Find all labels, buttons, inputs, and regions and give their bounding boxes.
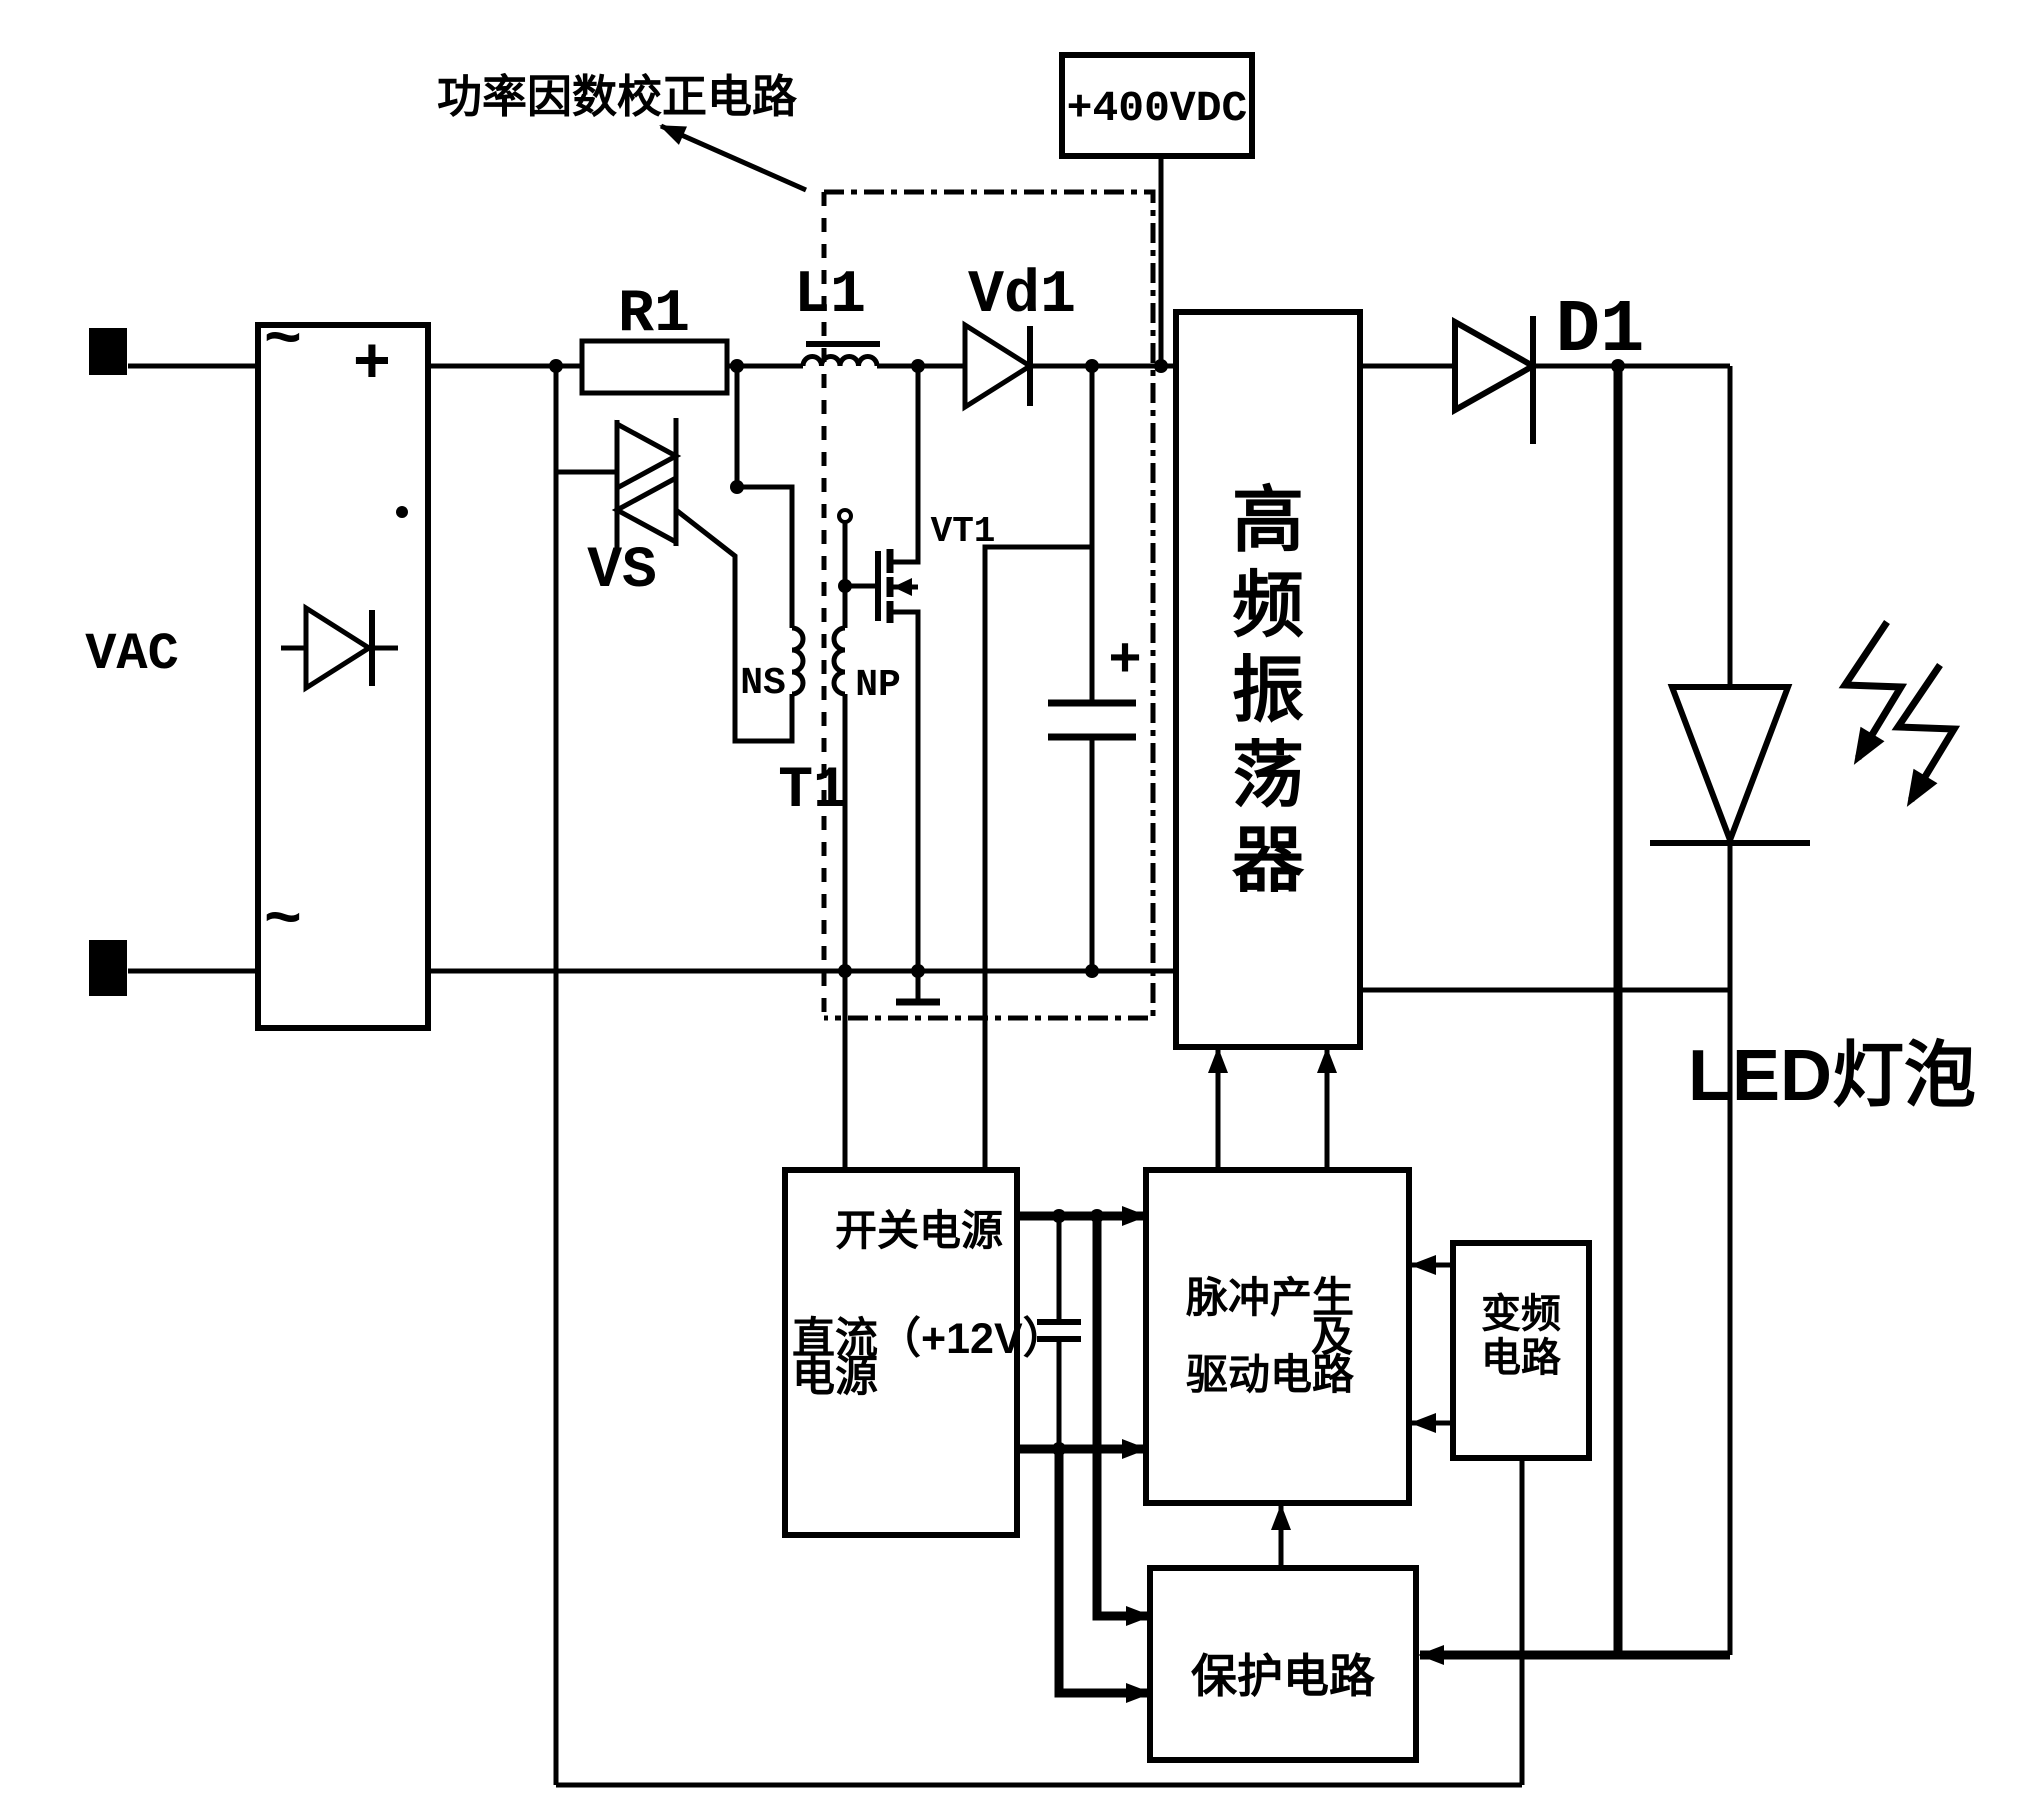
- np-label: NP: [855, 664, 901, 707]
- oscillator-char-1: 高: [1232, 481, 1304, 561]
- pfc-annotation-label: 功率因数校正电路: [437, 71, 798, 122]
- r1-label: R1: [618, 281, 690, 349]
- oscillator-char-2: 频: [1232, 566, 1304, 646]
- vac-label: VAC: [85, 625, 179, 684]
- frequency-box-label: 变频 电路: [1481, 1292, 1562, 1380]
- ac-terminal-bottom: [89, 940, 127, 996]
- switching-supply-line-3: 电源: [792, 1353, 878, 1401]
- oscillator-char-4: 荡: [1232, 736, 1304, 816]
- np-terminal-circle: [839, 510, 851, 522]
- ns-label: NS: [740, 662, 786, 705]
- ac-symbol-bottom: ~: [264, 886, 302, 958]
- dc-400v-label: +400VDC: [1067, 84, 1248, 133]
- d1-label: D1: [1556, 289, 1645, 373]
- protection-box-label: 保护电路: [1191, 1650, 1376, 1702]
- l1-label: L1: [794, 262, 866, 330]
- ac-terminal-top: [89, 328, 127, 375]
- capacitor-plus-symbol: +: [1108, 629, 1142, 693]
- frequency-line-1: 变频: [1481, 1292, 1561, 1336]
- ac-symbol-top: ~: [264, 306, 302, 378]
- switching-supply-line-1: 开关电源: [835, 1207, 1003, 1254]
- oscillator-box-label: 高 频 振 荡 器: [1232, 481, 1305, 901]
- dc-plus-symbol: +: [353, 330, 391, 402]
- frequency-line-2: 电路: [1481, 1336, 1562, 1380]
- bridge-polarity-dot: [396, 506, 408, 518]
- pulse-drive-box: [1146, 1170, 1409, 1503]
- led-bulb-label: LED灯泡: [1688, 1036, 1976, 1116]
- vt1-label: VT1: [931, 511, 996, 552]
- oscillator-char-5: 器: [1232, 821, 1305, 901]
- vd1-label: Vd1: [968, 262, 1076, 330]
- t1-label: T1: [778, 759, 848, 824]
- oscillator-char-3: 振: [1232, 651, 1304, 731]
- pulse-drive-line-3: 驱动电路: [1186, 1351, 1355, 1398]
- vs-label: VS: [587, 539, 657, 604]
